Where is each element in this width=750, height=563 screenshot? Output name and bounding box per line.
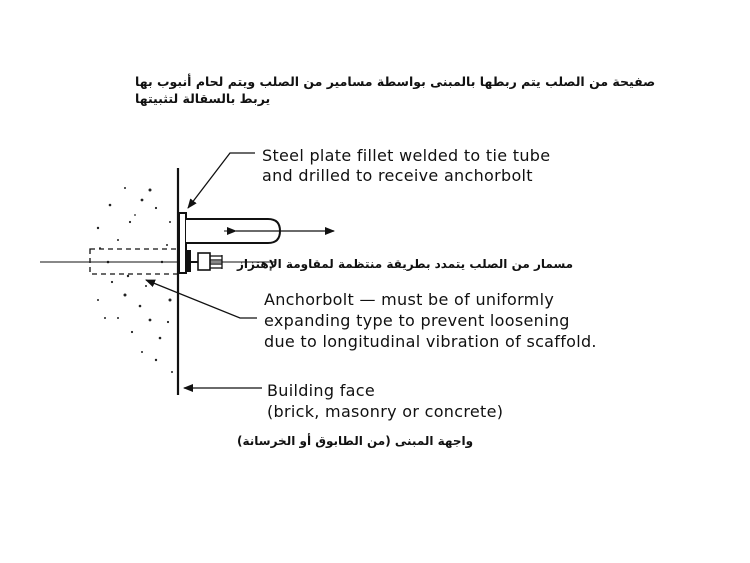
anchorbolt-label-line3: due to longitudinal vibration of scaffol… bbox=[264, 332, 597, 351]
arabic-face-note: واجهة المبنى (من الطابوق أو الخرسانة) bbox=[237, 434, 474, 448]
anchorbolt-leader bbox=[145, 279, 257, 319]
bolt-thread bbox=[210, 255, 223, 269]
steel-plate-leader bbox=[187, 152, 255, 209]
anchorbolt-label-line1: Anchorbolt — must be of uniformly bbox=[264, 290, 555, 309]
arabic-plate-note-line2: يربط بالسقالة لتثبيتها bbox=[135, 91, 271, 106]
masonry-texture bbox=[96, 187, 173, 373]
building-face-label-line1: Building face bbox=[267, 381, 375, 400]
arabic-plate-note-line1: صفيحة من الصلب يتم ربطها بالمبنى بواسطة … bbox=[135, 74, 656, 89]
bolt-washer bbox=[186, 250, 191, 272]
steel-plate-label-line2: and drilled to receive anchorbolt bbox=[262, 166, 533, 185]
steel-plate bbox=[178, 212, 187, 274]
arabic-anchor-note: مسمار من الصلب يتمدد بطريقة منتظمة لمقاو… bbox=[237, 257, 574, 271]
building-face-label-line2: (brick, masonry or concrete) bbox=[267, 402, 504, 421]
anchorbolt-label-line2: expanding type to prevent loosening bbox=[264, 311, 570, 330]
bolt-nut bbox=[197, 252, 211, 271]
steel-plate-label-line1: Steel plate fillet welded to tie tube bbox=[262, 146, 551, 165]
